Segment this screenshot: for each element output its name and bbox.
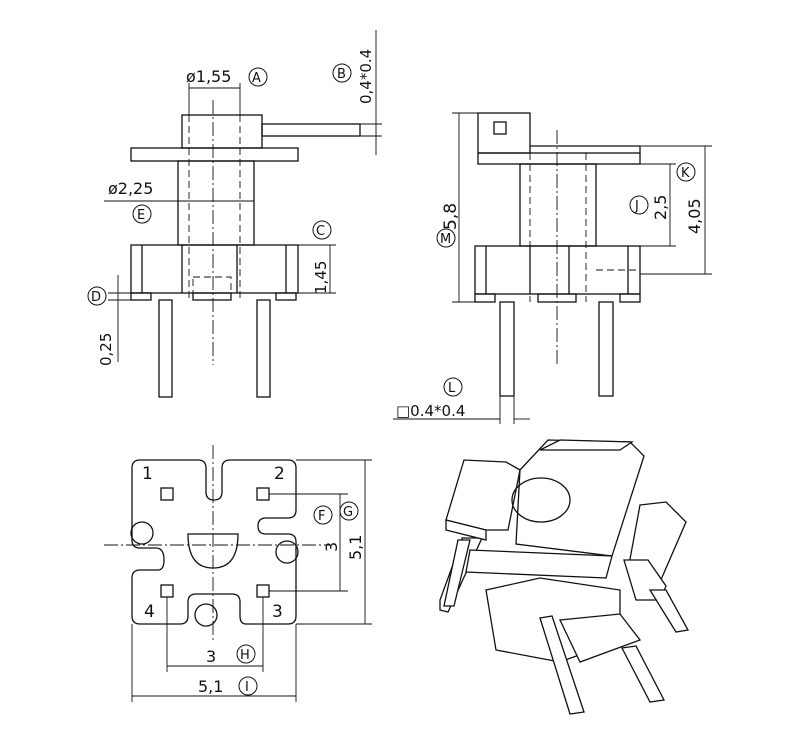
dim-pin-square: □0.4*0.4 — [396, 402, 465, 420]
side-cap-hole — [493, 121, 507, 135]
label-g: G — [343, 505, 353, 520]
front-pin-left — [158, 299, 173, 398]
dim-pin-section: 0,4*0.4 — [357, 49, 375, 104]
dim-row-pitch: 3 — [322, 542, 341, 552]
side-core — [519, 163, 597, 247]
dim-pitch-bottom: 3 — [206, 647, 216, 666]
pin-label-1: 1 — [142, 464, 153, 484]
pad-3 — [256, 584, 270, 598]
side-cap — [477, 112, 531, 154]
dim-base-height: 1,45 — [312, 261, 330, 294]
label-m: M — [440, 232, 451, 247]
front-flange — [130, 147, 299, 162]
dim-pin-diameter: ø1,55 — [186, 67, 231, 86]
pin-label-4: 4 — [144, 602, 155, 622]
dim-flange-to-base: 2,5 — [651, 195, 670, 220]
dim-standoff: 0,25 — [97, 333, 115, 366]
pin-label-2: 2 — [274, 464, 285, 484]
front-view: ø1,55 0,4*0.4 ø2,25 1,45 0,25 — [97, 30, 382, 398]
dim-width-bottom: 5,1 — [198, 677, 223, 696]
label-d: D — [91, 290, 101, 305]
pin-label-3: 3 — [272, 602, 283, 622]
label-a: A — [252, 71, 261, 86]
dim-total-height: 5,8 — [441, 203, 461, 230]
label-h: H — [240, 648, 250, 663]
dim-flange-height: 4,05 — [685, 198, 704, 234]
bottom-view: 1 2 3 4 3 5,1 3 5,1 — [104, 445, 372, 702]
front-pin-right — [256, 299, 271, 398]
label-l: L — [448, 381, 456, 396]
front-base — [130, 244, 299, 294]
label-c: C — [316, 224, 325, 239]
reference-letters: A B C D E F G H I J K L M — [87, 63, 696, 696]
front-terminal — [261, 123, 361, 137]
bottom-outline — [131, 459, 297, 625]
side-pin-left — [499, 301, 515, 397]
label-j: J — [634, 199, 639, 214]
dim-base-diameter: ø2,25 — [108, 179, 153, 198]
label-i: I — [245, 680, 249, 695]
pad-4 — [160, 584, 174, 598]
label-k: K — [681, 166, 690, 181]
side-base — [474, 245, 641, 295]
side-flange — [477, 152, 641, 165]
label-b: B — [337, 67, 346, 82]
label-e: E — [137, 208, 145, 223]
pad-1 — [160, 487, 174, 501]
side-view: 5,8 2,5 4,05 □0.4*0.4 — [393, 112, 712, 424]
isometric-view — [439, 439, 690, 715]
front-cap — [181, 114, 263, 149]
side-pin-right — [598, 301, 614, 397]
label-f: F — [318, 509, 325, 524]
pad-2 — [256, 487, 270, 501]
dim-width-right: 5,1 — [346, 535, 365, 560]
